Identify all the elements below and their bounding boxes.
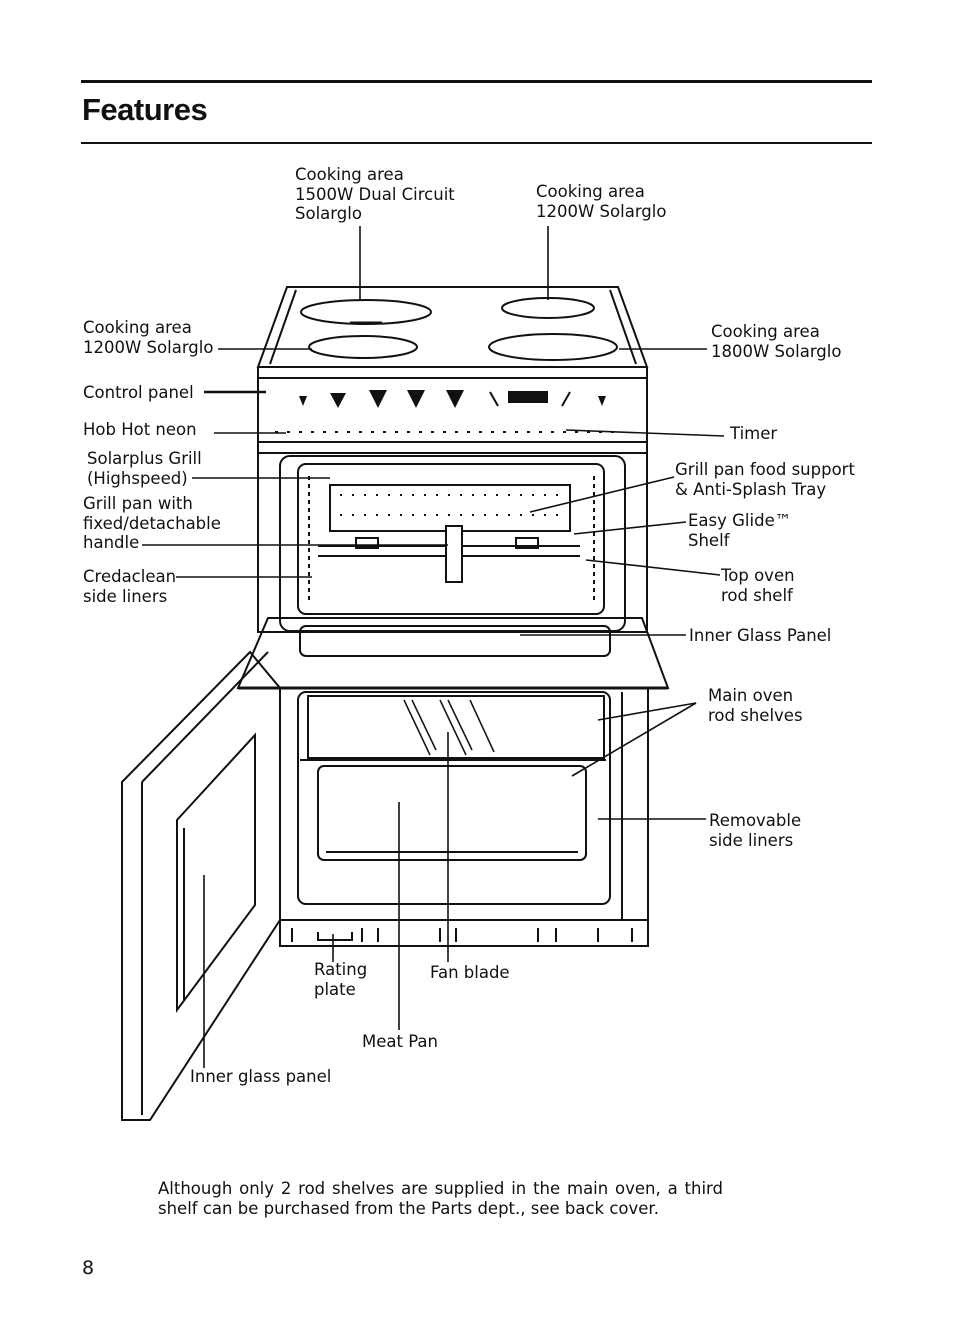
- top-oven: [257, 441, 648, 633]
- label-grill-pan-handle: Grill pan with fixed/detachable handle: [83, 494, 221, 552]
- label-removable-side-liners: Removable side liners: [709, 811, 802, 850]
- label-credaclean-side-liners: Credaclean side liners: [83, 567, 177, 606]
- title-underline: [81, 142, 872, 144]
- label-cooking-area-1200w-left: Cooking area 1200W Solarglo: [83, 318, 214, 357]
- label-main-oven-rod-shelves: Main oven rod shelves: [708, 686, 803, 725]
- label-inner-glass-panel-door: Inner glass panel: [190, 1067, 332, 1086]
- main-oven: [279, 687, 649, 947]
- label-easy-glide-shelf: Easy Glide™ Shelf: [688, 511, 792, 550]
- label-rating-plate: Rating plate: [314, 960, 368, 999]
- label-control-panel: Control panel: [83, 383, 194, 402]
- hob: [256, 286, 649, 379]
- label-fan-blade: Fan blade: [430, 963, 510, 982]
- label-cooking-area-1500w: Cooking area 1500W Dual Circuit Solarglo: [295, 165, 455, 223]
- label-inner-glass-panel-top: Inner Glass Panel: [689, 626, 832, 645]
- leader-lines: [142, 226, 725, 1068]
- control-panel: [257, 377, 648, 454]
- label-hob-hot-neon: Hob Hot neon: [83, 420, 197, 439]
- label-cooking-area-1800w: Cooking area 1800W Solarglo: [711, 322, 842, 361]
- main-oven-door: [121, 650, 281, 1121]
- label-timer: Timer: [730, 424, 778, 443]
- label-solarplus-grill: Solarplus Grill (Highspeed): [87, 449, 202, 488]
- page-title: Features: [82, 92, 208, 127]
- cooking-zone-1500-outline: [300, 299, 432, 325]
- top-rule: [81, 80, 872, 83]
- label-cooking-area-1200w-top: Cooking area 1200W Solarglo: [536, 182, 667, 221]
- label-top-oven-rod-shelf: Top oven rod shelf: [721, 566, 795, 605]
- top-oven-door: [236, 617, 670, 690]
- label-meat-pan: Meat Pan: [362, 1032, 438, 1051]
- label-grill-pan-food-support: Grill pan food support & Anti-Splash Tra…: [675, 460, 855, 499]
- page-number: 8: [82, 1257, 95, 1279]
- footnote: Although only 2 rod shelves are supplied…: [158, 1179, 723, 1218]
